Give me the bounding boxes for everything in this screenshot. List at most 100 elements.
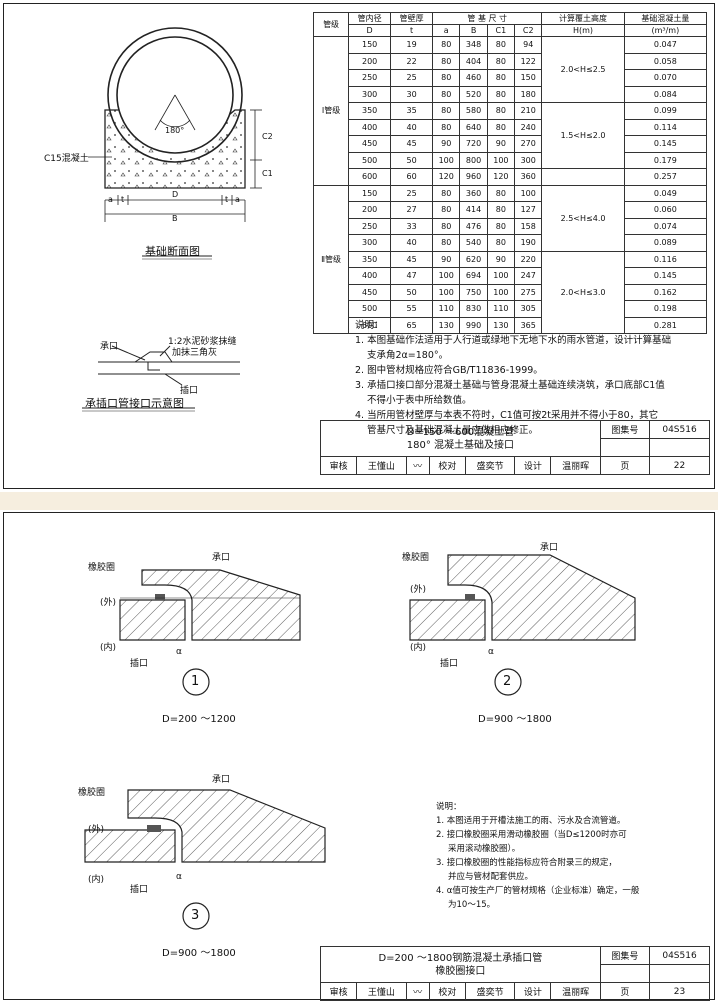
table-cell: 400	[348, 118, 392, 136]
dim-t-left: t	[121, 195, 125, 204]
table-cell: 620	[459, 250, 488, 268]
socket-label: 承口	[212, 775, 231, 785]
table-cell: 100	[486, 283, 516, 301]
note-line: 2. 接口橡胶圈采用滑动橡胶圈（当D≤1200时亦可	[436, 830, 627, 840]
table-cell: 100	[432, 283, 461, 301]
spigot-label: 插口	[130, 659, 149, 669]
table-cell: 200	[348, 52, 392, 70]
table-cell: 80	[486, 118, 516, 136]
title-block-23: D=200 ～1800钢筋混凝土承插口管 橡胶圈接口 图集号 04S516 审核…	[319, 946, 710, 1001]
page-label: 页	[599, 982, 651, 1001]
table-cell: 80	[432, 217, 461, 235]
table-cell: 404	[459, 52, 488, 70]
table-cell: 100	[432, 267, 461, 285]
table-cell: 220	[514, 250, 543, 268]
table-cell: 450	[348, 135, 392, 153]
note-line: 4. α值可按生产厂的管材规格（企业标准）确定，一般	[436, 886, 640, 896]
concrete-volume: 0.099	[623, 102, 708, 120]
note-line: 支承角2α=180°。	[367, 350, 449, 361]
table-cell: 100	[432, 151, 461, 169]
table-cell: 250	[348, 69, 392, 87]
table-cell: 365	[514, 316, 543, 334]
pipe-section	[107, 27, 243, 163]
table-cell: 80	[432, 69, 461, 87]
dimension-lines	[104, 109, 262, 222]
table-cell: 120	[432, 168, 461, 186]
designer-name: 温丽晖	[550, 456, 601, 475]
table-cell: 200	[348, 201, 392, 219]
design-label: 设计	[514, 982, 552, 1001]
subheader-a: a	[432, 24, 461, 37]
subheader-C1: C1	[486, 24, 516, 37]
detail-2-range: D=900 ～1800	[478, 714, 552, 725]
atlas-number: 04S516	[649, 420, 710, 439]
table-cell: 55	[390, 300, 434, 318]
subheader-t: t	[390, 24, 434, 37]
inner-label: (内)	[410, 643, 427, 653]
table-cell: 694	[459, 267, 488, 285]
table-cell: 990	[459, 316, 488, 334]
table-cell: 80	[432, 85, 461, 103]
joint-triangle-label: 加抹三角灰	[172, 348, 218, 358]
table-cell: 520	[459, 85, 488, 103]
concrete-volume: 0.047	[623, 36, 708, 54]
table-cell: 247	[514, 267, 543, 285]
checker-name: 盛奕节	[464, 982, 516, 1001]
h-range: 2.0<H≤3.0	[541, 250, 625, 334]
concrete-volume: 0.060	[623, 201, 708, 219]
note-line: 1. 本图基础作法适用于人行道或绿地下无地下水的雨水管道，设计计算基础	[355, 335, 672, 346]
table-cell: 300	[348, 85, 392, 103]
table-cell: 33	[390, 217, 434, 235]
table-cell: 80	[432, 118, 461, 136]
rubber-ring-label: 橡胶圈	[402, 553, 430, 563]
table-cell: 400	[348, 267, 392, 285]
table-cell: 190	[514, 234, 543, 252]
inner-label: (内)	[100, 643, 117, 653]
subheader-B: B	[459, 24, 488, 37]
check-label: 校对	[428, 982, 466, 1001]
concrete-volume: 0.049	[623, 184, 708, 202]
review-label: 审核	[319, 456, 358, 475]
table-cell: 80	[432, 201, 461, 219]
notes-title: 说明：	[436, 802, 462, 812]
concrete-volume: 0.281	[623, 316, 708, 334]
note-line: 1. 本图适用于开槽法施工的雨、污水及合流管道。	[436, 816, 626, 826]
table-cell: 80	[432, 36, 461, 54]
reviewer-name: 王懂山	[356, 982, 407, 1001]
dim-a-right: a	[235, 195, 240, 204]
joint-spigot-label: 插口	[180, 386, 199, 396]
detail-2-number: 2	[503, 674, 512, 689]
note-line: 为10～15。	[448, 900, 496, 910]
table-cell: 25	[390, 69, 434, 87]
table-cell: 640	[459, 118, 488, 136]
table-cell: 270	[514, 135, 543, 153]
table-cell: 350	[348, 102, 392, 120]
concrete-volume: 0.257	[623, 168, 708, 186]
table-cell: 80	[486, 234, 516, 252]
table-cell: 25	[390, 184, 434, 202]
table-cell: 300	[348, 234, 392, 252]
table-cell: 40	[390, 234, 434, 252]
dim-C1: C1	[262, 169, 273, 178]
table-cell: 122	[514, 52, 543, 70]
atlas-label: 图集号	[599, 420, 651, 439]
review-label: 审核	[319, 982, 358, 1001]
table-cell: 750	[459, 283, 488, 301]
table-cell: 414	[459, 201, 488, 219]
concrete-volume: 0.198	[623, 300, 708, 318]
table-cell: 80	[486, 85, 516, 103]
c15-concrete-label: C15混凝土	[44, 154, 89, 164]
group-name: Ⅰ管级	[312, 36, 350, 186]
table-cell: 360	[514, 168, 543, 186]
outer-label: (外)	[88, 825, 105, 835]
subheader-unit: (m³/m)	[623, 24, 708, 37]
section-title: 基础断面图	[145, 245, 200, 258]
dim-C2: C2	[262, 132, 273, 141]
